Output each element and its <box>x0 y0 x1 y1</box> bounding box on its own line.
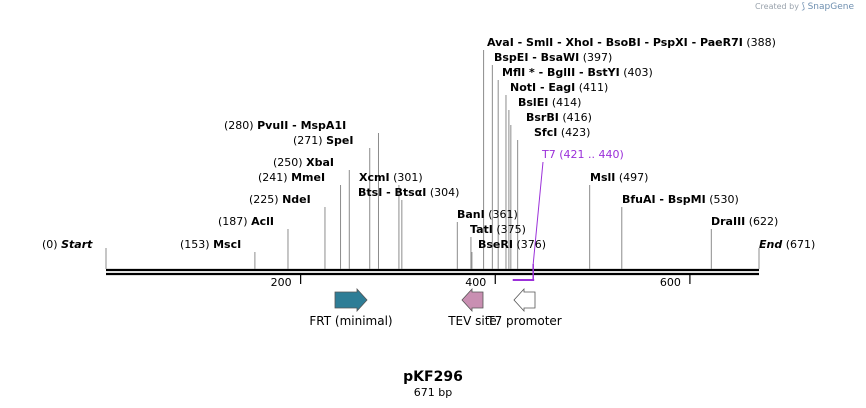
site-label-draIII: DraIII (622) <box>711 215 778 228</box>
credit-brand: SnapGene <box>807 2 854 12</box>
site-label-sfcI: SfcI (423) <box>534 126 590 139</box>
site-label-banI: BanI (361) <box>457 208 518 221</box>
site-label-mscI: (153) MscI <box>180 238 241 251</box>
site-name: TatI <box>470 223 493 236</box>
site-label-notI: NotI - EagI (411) <box>510 81 608 94</box>
site-label-bslEI: BslEI (414) <box>518 96 581 109</box>
site-label-mflI: MflI * - BglII - BstYI (403) <box>502 66 653 79</box>
site-name: XcmI <box>359 171 390 184</box>
site-position: (423) <box>560 126 591 139</box>
site-position: (403) <box>623 66 653 79</box>
site-name: MslI <box>590 171 616 184</box>
site-name: AvaI - SmlI - XhoI - BsoBI - PspXI - Pae… <box>487 36 743 49</box>
plasmid-name: pKF296 <box>403 369 463 385</box>
primer-label: T7 (421 .. 440) <box>542 148 624 161</box>
site-position: (250) <box>273 156 303 169</box>
site-label-aclI: (187) AclI <box>218 215 274 228</box>
site-label-xcmI: XcmI (301) <box>359 171 423 184</box>
site-label-avaI: AvaI - SmlI - XhoI - BsoBI - PspXI - Pae… <box>487 36 776 49</box>
site-label-bseRI: BseRI (376) <box>478 238 546 251</box>
site-label-mmeI: (241) MmeI <box>258 171 325 184</box>
site-name: NotI - EagI <box>510 81 576 94</box>
site-name: NdeI <box>282 193 311 206</box>
ruler-tick-label: 200 <box>270 276 292 289</box>
site-name: BtsI - BtsαI <box>358 186 427 199</box>
ruler-tick-label: 400 <box>465 276 487 289</box>
credit-prefix: Created by <box>754 2 799 11</box>
site-label-xbaI: (250) XbaI <box>273 156 334 169</box>
site-position: (416) <box>562 111 592 124</box>
site-label-btsI: BtsI - BtsαI (304) <box>358 186 459 199</box>
site-position: (187) <box>218 215 248 228</box>
site-label-bspEI: BspEI - BsaWI (397) <box>494 51 612 64</box>
site-label-pvuII: (280) PvuII - MspA1I <box>224 119 346 132</box>
plasmid-length: 671 bp <box>413 386 453 399</box>
site-position: (0) <box>42 238 58 251</box>
site-label-speI: (271) SpeI <box>293 134 353 147</box>
site-name: XbaI <box>306 156 334 169</box>
site-label-mslI: MslI (497) <box>590 171 648 184</box>
site-name: BanI <box>457 208 485 221</box>
site-position: (304) <box>429 186 460 199</box>
site-label-start: (0) Start <box>42 238 92 251</box>
site-name: DraIII <box>711 215 746 228</box>
site-position: (671) <box>785 238 816 251</box>
site-position: (375) <box>496 223 526 236</box>
site-label-end: End (671) <box>759 238 815 251</box>
feature-arrow-frt <box>334 287 368 313</box>
site-name: BsrBI <box>526 111 559 124</box>
site-name: BfuAI - BspMI <box>622 193 706 206</box>
site-label-bfuAI: BfuAI - BspMI (530) <box>622 193 739 206</box>
snapgene-credit: Created by ⟆ SnapGene <box>755 2 854 12</box>
primer-connector <box>532 161 544 265</box>
feature-arrow-t7promoter <box>513 287 536 313</box>
site-position: (280) <box>224 119 254 132</box>
site-label-ndeI: (225) NdeI <box>249 193 311 206</box>
site-name: SpeI <box>326 134 354 147</box>
site-position: (361) <box>488 208 518 221</box>
site-name: AclI <box>251 215 274 228</box>
site-name: Start <box>61 238 93 251</box>
site-position: (530) <box>709 193 739 206</box>
site-name: MmeI <box>291 171 326 184</box>
primer-range: (421 .. 440) <box>559 148 624 161</box>
site-position: (397) <box>582 51 613 64</box>
primer-name: T7 <box>542 148 556 161</box>
ruler-tick-label: 600 <box>659 276 681 289</box>
site-position: (376) <box>516 238 547 251</box>
feature-arrow-tev <box>461 287 484 313</box>
site-label-bsrBI: BsrBI (416) <box>526 111 592 124</box>
site-position: (225) <box>249 193 279 206</box>
site-label-tatI: TatI (375) <box>470 223 526 236</box>
site-position: (153) <box>180 238 210 251</box>
feature-label-frt: FRT (minimal) <box>309 314 393 328</box>
site-name: BseRI <box>478 238 513 251</box>
site-position: (388) <box>746 36 776 49</box>
site-name: BspEI - BsaWI <box>494 51 580 64</box>
site-position: (622) <box>748 215 779 228</box>
site-position: (241) <box>258 171 288 184</box>
site-position: (414) <box>551 96 582 109</box>
site-name: End <box>759 238 783 251</box>
site-position: (497) <box>618 171 649 184</box>
site-name: BslEI <box>518 96 549 109</box>
site-position: (301) <box>393 171 423 184</box>
feature-label-tev: TEV site <box>448 314 497 328</box>
site-position: (271) <box>293 134 323 147</box>
site-name: MflI * - BglII - BstYI <box>502 66 620 79</box>
feature-label-t7promoter: T7 promoter <box>487 314 562 328</box>
site-name: PvuII - MspA1I <box>257 119 347 132</box>
site-name: MscI <box>213 238 242 251</box>
site-name: SfcI <box>534 126 558 139</box>
site-position: (411) <box>578 81 609 94</box>
snapgene-logo-icon: ⟆ <box>801 2 806 12</box>
